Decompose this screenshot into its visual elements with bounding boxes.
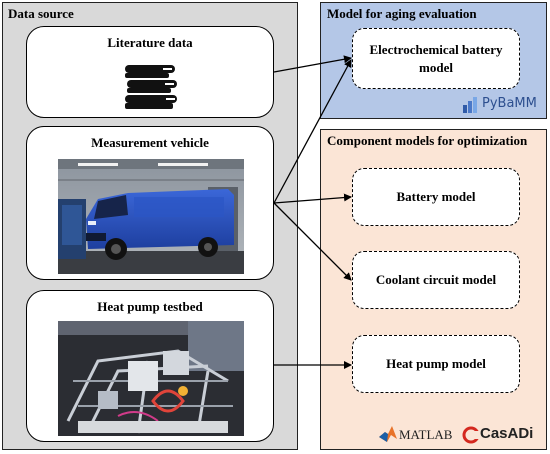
matlab-logo-text: MATLAB — [399, 427, 453, 442]
matlab-logo-icon — [378, 425, 398, 443]
literature-title: Literature data — [107, 35, 193, 50]
electrochemical-battery-model-box: Electrochemical battery model — [352, 28, 520, 89]
measurement-vehicle-photo — [58, 159, 244, 274]
heat-pump-testbed-photo — [58, 321, 244, 436]
aging-model-title: Model for aging evaluation — [327, 6, 477, 21]
pybamm-logo-text: PyBaMM — [482, 96, 537, 111]
casadi-logo-icon — [462, 426, 480, 444]
data-source-title: Data source — [8, 6, 74, 21]
pybamm-logo-icon — [462, 96, 480, 114]
book-stack-icon — [125, 65, 177, 109]
heat-pump-testbed-title: Heat pump testbed — [97, 299, 203, 314]
measurement-vehicle-card: Measurement vehicle — [26, 126, 274, 280]
heat-pump-model-box: Heat pump model — [352, 335, 520, 393]
casadi-logo-text: CasADi — [480, 425, 534, 442]
coolant-circuit-model-box: Coolant circuit model — [352, 251, 520, 309]
literature-card: Literature data — [26, 26, 274, 118]
optimization-models-title: Component models for optimization — [327, 133, 528, 148]
measurement-vehicle-title: Measurement vehicle — [91, 135, 209, 150]
battery-model-box: Battery model — [352, 168, 520, 226]
heat-pump-testbed-card: Heat pump testbed — [26, 290, 274, 442]
